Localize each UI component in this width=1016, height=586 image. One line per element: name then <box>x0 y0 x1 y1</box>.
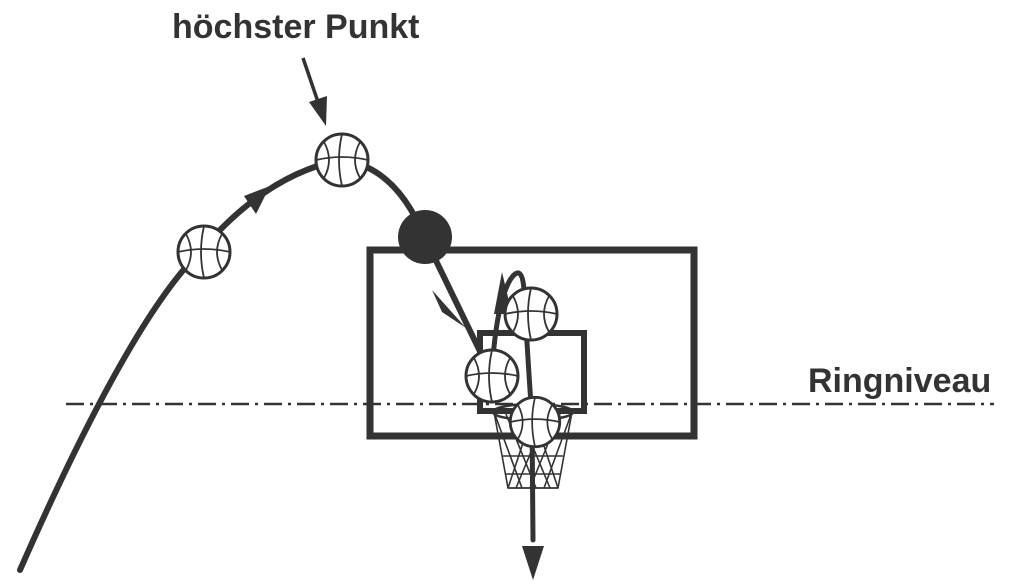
arrowhead-icon <box>244 186 270 214</box>
rebound-loop <box>489 270 535 423</box>
highest-point-pointer <box>301 57 320 103</box>
basketball-icon <box>508 395 562 449</box>
arrowhead-icon <box>522 546 544 580</box>
arrowhead-icon <box>309 96 327 126</box>
rim-level-label: Ringniveau <box>808 362 991 400</box>
basketball-icon <box>503 286 559 342</box>
arrowhead-icon <box>432 290 466 328</box>
basketball-icon <box>464 348 520 404</box>
trajectory-curve <box>17 156 428 573</box>
basketball-icon <box>176 224 232 280</box>
basketball-icon <box>314 132 370 188</box>
filled-ball-icon <box>398 210 452 264</box>
highest-point-label: höchster Punkt <box>172 8 419 46</box>
